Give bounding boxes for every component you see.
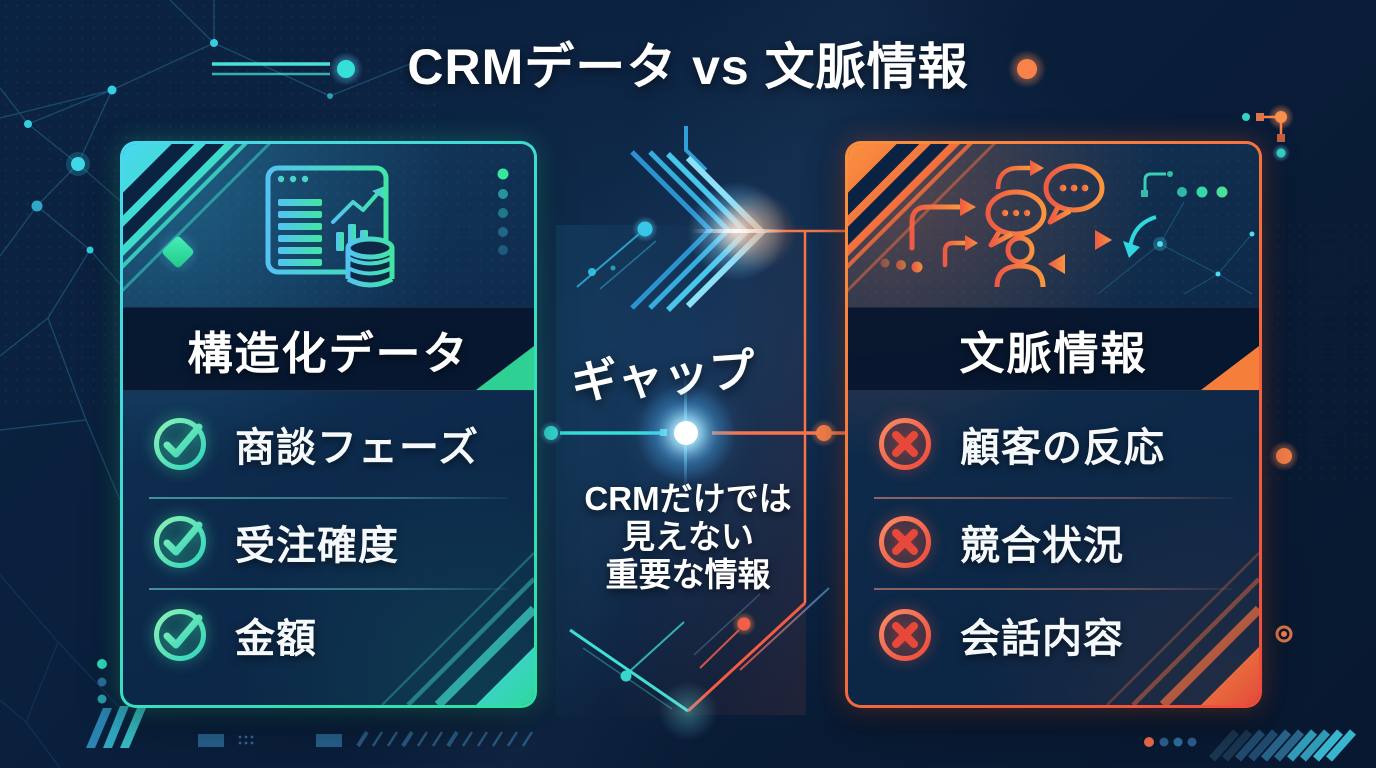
check-circle-icon [154, 609, 206, 661]
footer-stripes-decoration [1209, 729, 1356, 762]
circuit-decoration-top-right [1242, 104, 1294, 162]
gap-description: CRMだけでは 見えない 重要な情報 [558, 480, 818, 594]
gap-description-line: 重要な情報 [605, 556, 771, 593]
circuit-dots-center [576, 216, 756, 682]
check-circle-icon [154, 418, 206, 470]
x-circle-icon [879, 516, 931, 568]
mesh-decoration [1097, 201, 1253, 295]
list-item-label: 会話内容 [960, 617, 1124, 661]
person-icon [994, 235, 1046, 288]
x-circle-icon [879, 609, 931, 661]
header-corner-wedge [1201, 346, 1259, 390]
list-item: 顧客の反応 [876, 398, 1243, 490]
list-item: 商談フェーズ [151, 398, 518, 490]
check-circle-icon [154, 516, 206, 568]
footer-marks-decoration [198, 730, 534, 748]
list-item: 金額 [151, 590, 518, 680]
card-header-label: 構造化データ [187, 327, 470, 379]
curved-arrow-icon [1128, 215, 1157, 249]
list-item-label: 顧客の反応 [960, 426, 1165, 470]
context-info-card: 文脈情報 顧客の反応 競合状況 [845, 141, 1262, 708]
list-item: 競合状況 [876, 498, 1243, 586]
list-item-label: 受注確度 [235, 524, 399, 568]
circuit-decoration-right-edge [1269, 441, 1299, 643]
center-tint [556, 225, 806, 715]
list-item: 会話内容 [876, 590, 1243, 680]
card-dot-texture [848, 144, 1259, 307]
structured-data-card: 構造化データ 商談フェーズ 受注確度 [120, 141, 537, 708]
gap-description-line: CRMだけでは [584, 480, 792, 517]
page-title: CRMデータ vs 文脈情報 [407, 39, 969, 95]
lens-streak [692, 229, 784, 233]
x-circle-icon [879, 418, 931, 470]
header-corner-wedge [476, 346, 534, 390]
list-divider [149, 497, 508, 499]
card-header-label: 文脈情報 [959, 327, 1148, 379]
crm-dashboard-icon [156, 165, 509, 288]
footer-logo-icon [86, 706, 146, 748]
diamond-decoration [162, 236, 194, 268]
list-item-label: 金額 [235, 617, 317, 661]
gap-description-line: 見えない [622, 518, 754, 555]
list-item: 受注確度 [151, 498, 518, 586]
footer-pagination-dots [1144, 737, 1197, 747]
dots-column-decoration [497, 168, 509, 255]
card-dot-texture [123, 144, 534, 307]
gap-shield-outline [568, 229, 845, 713]
exchange-arrows-icon [1051, 237, 1109, 267]
list-item-label: 商談フェーズ [235, 426, 479, 470]
list-divider [149, 588, 508, 590]
center-node [674, 421, 698, 445]
list-divider [874, 497, 1233, 499]
conversation-icon [880, 160, 1255, 295]
title-decoration-right [1008, 50, 1300, 88]
mesh-bottom-left [0, 574, 119, 768]
list-divider [874, 588, 1233, 590]
speech-bubbles-icon [985, 163, 1105, 248]
database-cylinder [345, 236, 395, 288]
diamond-glow [156, 230, 200, 274]
title-decoration-left [212, 52, 363, 86]
card-header: 構造化データ [123, 307, 534, 391]
mesh-nodes [24, 39, 333, 254]
side-dots-left [97, 659, 107, 704]
card-header: 文脈情報 [848, 307, 1259, 391]
list-item-label: 競合状況 [960, 524, 1124, 568]
